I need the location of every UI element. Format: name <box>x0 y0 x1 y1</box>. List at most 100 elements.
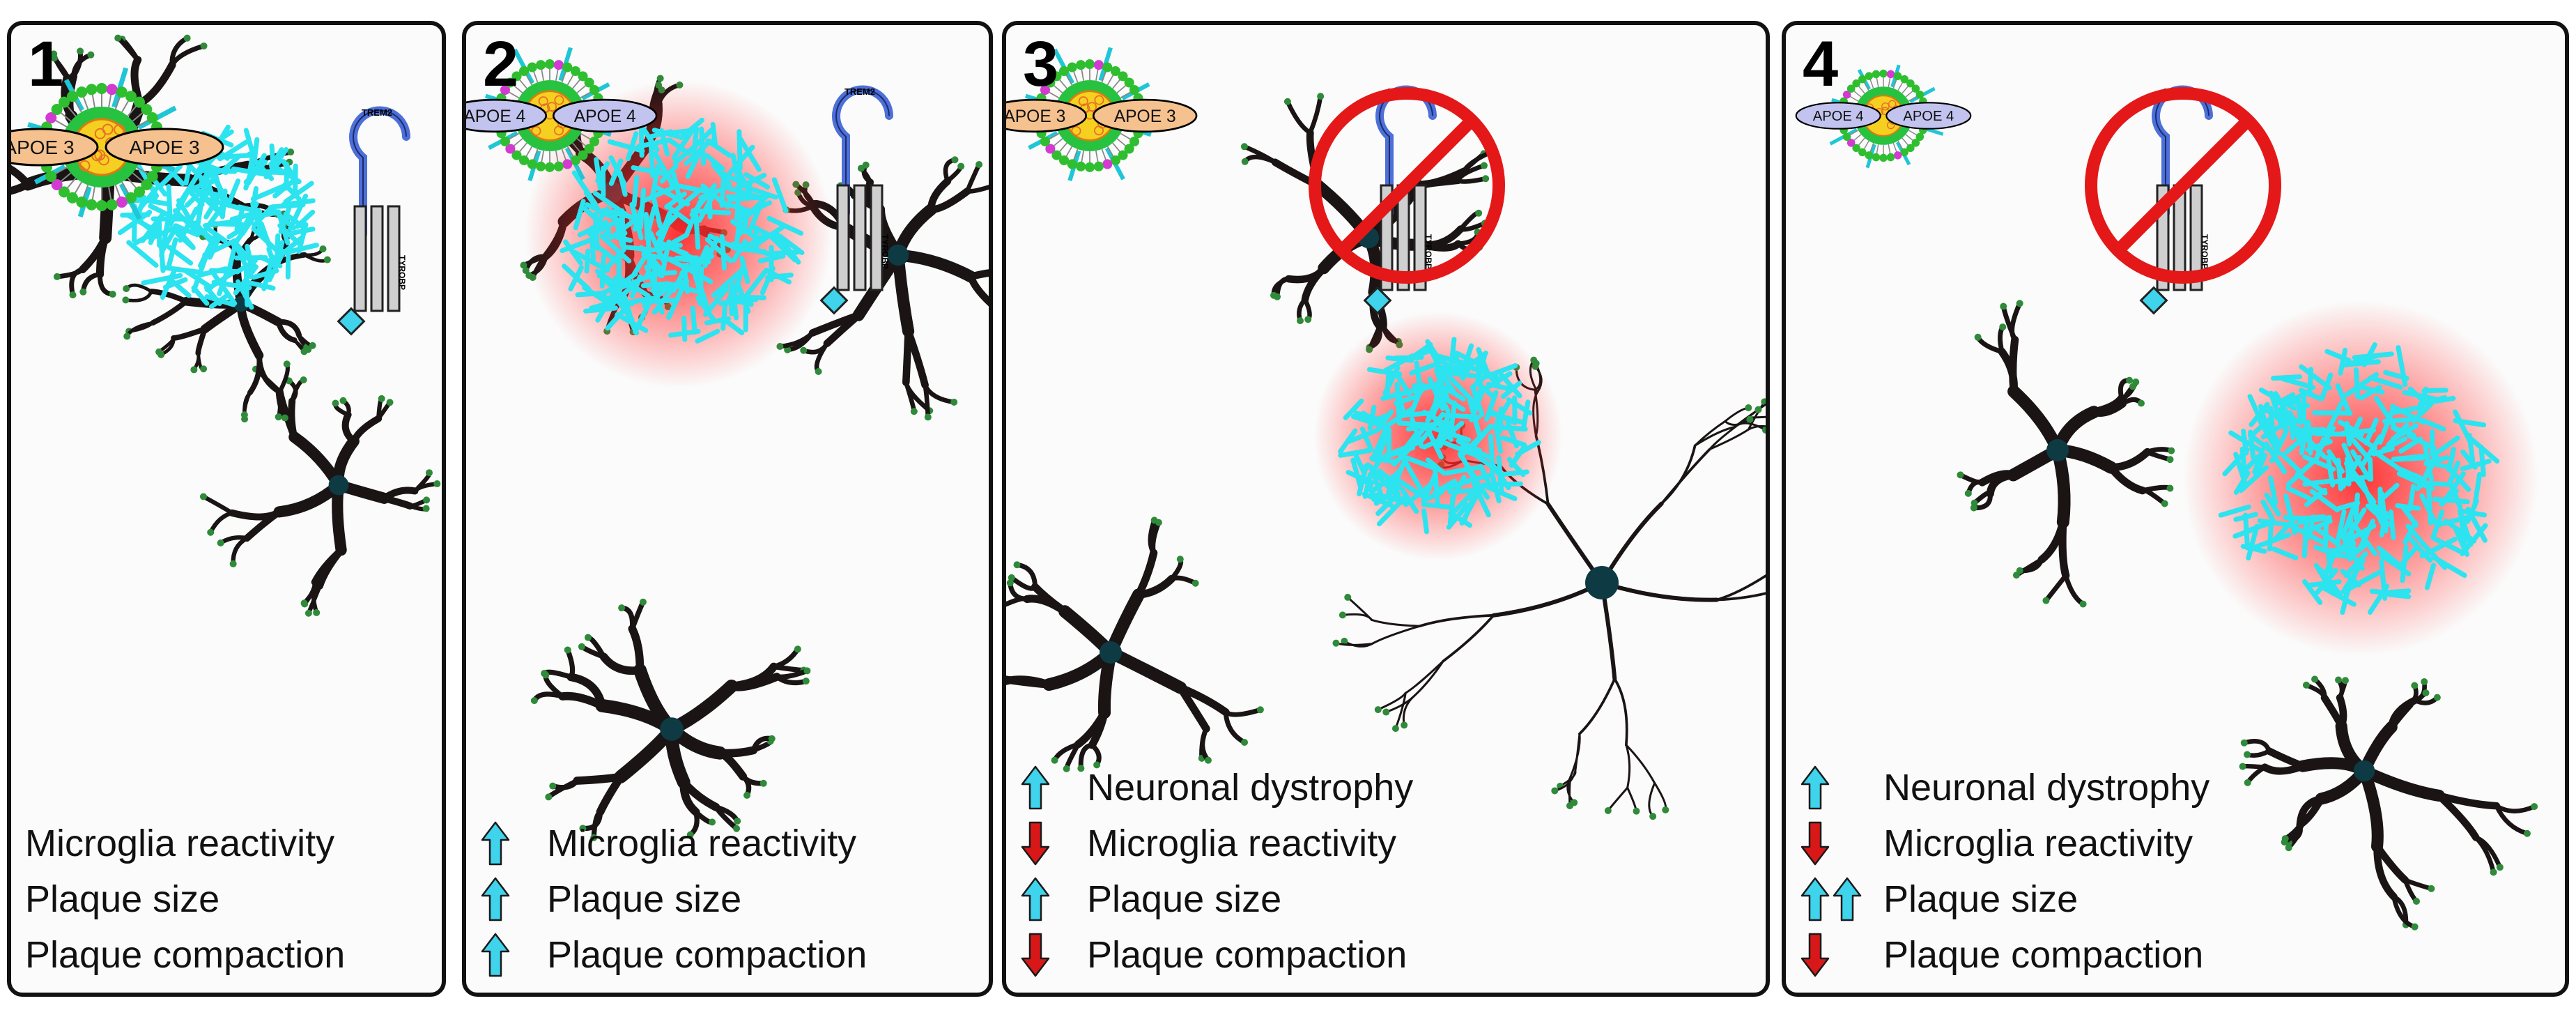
process-branch <box>1613 678 1628 747</box>
lipid-tail <box>1888 77 1891 87</box>
prohibited-slash <box>2112 114 2254 257</box>
tyrobp-chain <box>2189 184 2203 291</box>
process-tip <box>183 34 191 42</box>
apoe-left-badge: APOE 4 <box>466 98 548 133</box>
process-tip <box>2161 500 2168 507</box>
amyloid-fibril <box>2344 507 2367 542</box>
process-branch <box>927 187 971 213</box>
process-tip <box>733 825 741 832</box>
lipid-tail <box>114 95 121 109</box>
lipid-tail <box>1065 74 1073 86</box>
core-lipid <box>1093 125 1104 136</box>
microglia-icon <box>199 360 441 617</box>
amyloid-fibril <box>1435 366 1456 393</box>
amyloid-fibril <box>2335 383 2352 416</box>
amyloid-fibril <box>2388 509 2396 541</box>
amyloid-fibril <box>1404 455 1437 470</box>
process-tip <box>2411 923 2419 931</box>
microglia-soma <box>328 475 349 496</box>
process-tip <box>2126 376 2134 384</box>
process-tip <box>1150 517 1158 524</box>
apoe-ellipse <box>1006 98 1088 133</box>
lipid-head <box>1900 148 1908 157</box>
amyloid-fibril <box>250 183 287 201</box>
lipid-head <box>1886 70 1895 79</box>
amyloid-fibril <box>695 328 720 344</box>
amyloid-fibril <box>693 212 701 250</box>
amyloid-fibril <box>251 268 279 280</box>
amyloid-fibril <box>235 279 254 310</box>
lipid-tail <box>1905 134 1914 141</box>
process-tip <box>991 182 993 189</box>
amyloid-fibril <box>1447 488 1476 495</box>
lipid-head <box>133 96 145 108</box>
amyloid-fibril <box>631 165 665 176</box>
lipid-tail <box>580 132 592 141</box>
process-tip <box>1344 593 1352 601</box>
lipid-tail <box>555 68 559 81</box>
amyloid-fibril <box>2354 367 2361 399</box>
lipid-tail <box>576 84 587 93</box>
core-lipid <box>1071 125 1081 136</box>
amyloid-fibril <box>691 126 700 158</box>
kinase-diamond <box>2139 286 2168 315</box>
process-branch <box>115 36 141 63</box>
amyloid-fibril <box>1373 431 1391 464</box>
amyloid-fibril <box>205 226 228 244</box>
amyloid-fibril <box>736 168 752 194</box>
process-branch <box>1334 642 1373 646</box>
amyloid-fibril <box>166 184 173 219</box>
process-tip <box>545 793 553 801</box>
amyloid-fibril <box>669 139 691 156</box>
process-branch <box>573 772 625 785</box>
lipid-head <box>1067 62 1077 72</box>
process-branch <box>1418 613 1495 628</box>
process-branch <box>1998 324 2005 355</box>
process-tip <box>1999 323 2007 331</box>
amyloid-fibril <box>766 215 804 236</box>
process-branch <box>892 249 915 337</box>
process-branch <box>1200 726 1211 763</box>
lipid-head <box>1846 139 1856 147</box>
process-tip <box>2166 484 2174 492</box>
lipid-head <box>544 162 555 172</box>
amyloid-fibril <box>2417 386 2429 417</box>
lipid-tail <box>1095 151 1099 163</box>
kinase-diamond <box>819 286 849 315</box>
amyloid-fibril <box>736 129 743 171</box>
amyloid-fibril <box>643 211 650 242</box>
process-tip <box>1480 162 1488 169</box>
process-branch <box>679 778 700 816</box>
process-tip <box>784 346 792 353</box>
process-branch <box>716 749 748 781</box>
outcome-arrows <box>1800 820 1883 866</box>
amyloid-fibril <box>573 199 586 231</box>
lipid-tail <box>1095 68 1099 81</box>
amyloid-fibril <box>176 227 195 250</box>
outcome-label: Plaque compaction <box>547 934 867 976</box>
lipid-tail <box>541 68 545 81</box>
prohibited-icon <box>2085 87 2281 284</box>
lipid-tail <box>561 148 567 161</box>
lipid-head <box>141 104 153 116</box>
process-branch <box>965 162 982 194</box>
process-branch <box>966 269 989 281</box>
process-tip <box>2422 689 2430 697</box>
amyloid-fibril <box>2405 523 2426 547</box>
lipid-head <box>527 159 537 169</box>
process-tip <box>1475 209 1483 217</box>
microglia-soma <box>660 717 684 741</box>
process-tip <box>122 296 130 304</box>
outcome-row: Plaque compaction <box>480 927 867 983</box>
process-branch <box>814 341 830 374</box>
process-tip <box>1240 143 1248 151</box>
tyrobp-chain <box>836 184 850 291</box>
process-branch <box>2373 843 2398 901</box>
lipid-tail <box>66 177 77 190</box>
amyloid-fibril <box>671 171 684 206</box>
